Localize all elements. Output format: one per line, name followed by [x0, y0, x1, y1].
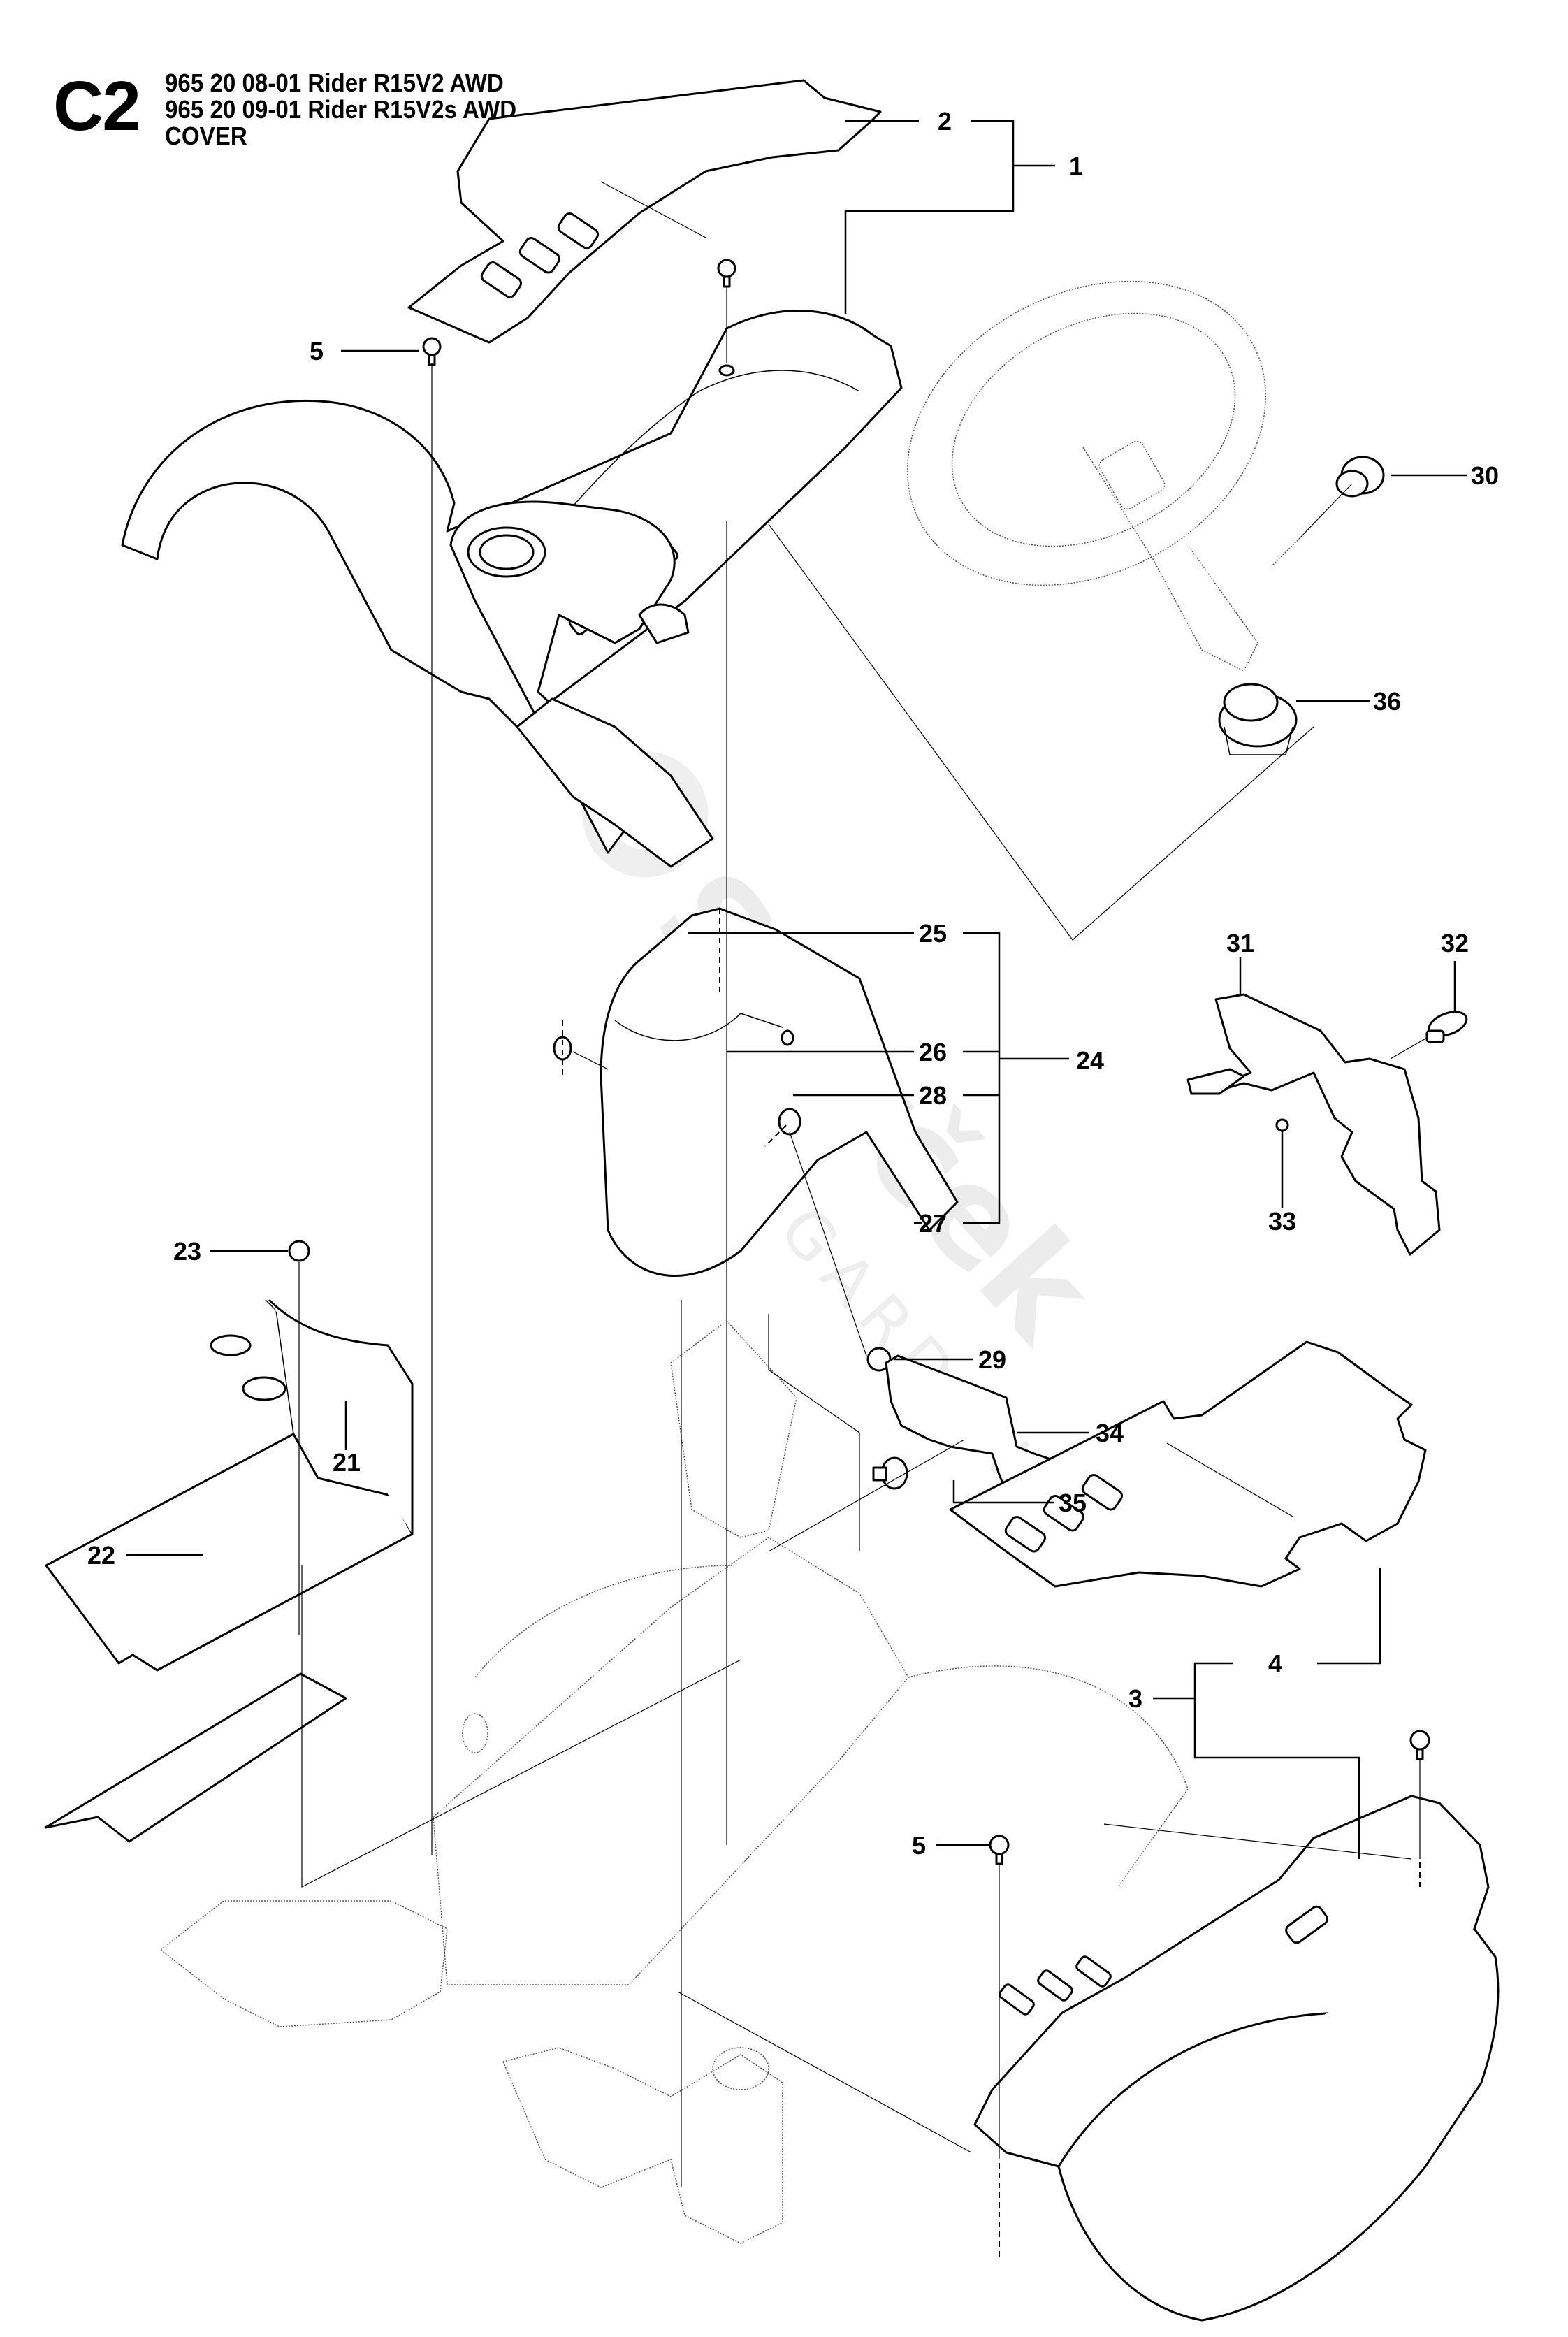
- assembly-title: COVER: [165, 122, 247, 150]
- callout-5-rear: 5: [310, 337, 324, 366]
- screw-head-icon: [422, 337, 442, 356]
- callout-25: 25: [919, 919, 947, 948]
- callout-30: 30: [1471, 461, 1499, 490]
- model-line-2: 965 20 09-01 Rider R15V2s AWD: [165, 95, 517, 124]
- part-35-bulb[interactable]: [872, 1456, 908, 1490]
- part-25-upper-column-cover[interactable]: [449, 500, 690, 854]
- part-30-wheel-cap[interactable]: [1271, 456, 1385, 567]
- screw-head-icon: [1409, 1730, 1430, 1751]
- callout-23: 23: [173, 1237, 201, 1266]
- callout-34: 34: [1096, 1419, 1124, 1447]
- part-36-bushing[interactable]: [1218, 683, 1298, 755]
- leader-lines: [126, 120, 1467, 1859]
- screw-head-icon: [288, 1240, 310, 1262]
- steering-wheel: [907, 280, 1266, 672]
- callout-29: 29: [978, 1345, 1006, 1374]
- model-line-1: 965 20 08-01 Rider R15V2 AWD: [165, 68, 504, 97]
- screw-5-front[interactable]: [989, 1835, 1010, 1865]
- hood-outline: [768, 523, 1314, 941]
- callout-3: 3: [1128, 1684, 1142, 1713]
- callout-27: 27: [919, 1209, 947, 1238]
- part-26-column-insert[interactable]: [516, 697, 714, 868]
- callout-labels: 2 1 5 30 36 25 31 32 26 24 28 27 33 29 3…: [87, 107, 1499, 1860]
- callout-4: 4: [1268, 1649, 1282, 1678]
- callout-35: 35: [1059, 1489, 1087, 1517]
- callout-36: 36: [1373, 687, 1401, 716]
- callout-1: 1: [1069, 152, 1083, 180]
- callout-28: 28: [919, 1081, 947, 1110]
- callout-33: 33: [1268, 1207, 1296, 1236]
- part-27-lower-column-cover[interactable]: [600, 907, 959, 1278]
- part-29-screw[interactable]: [789, 1131, 892, 1372]
- callout-21: 21: [333, 1448, 361, 1477]
- callout-26: 26: [919, 1038, 947, 1066]
- callout-32: 32: [1441, 929, 1469, 957]
- part-4-front-floor-mat[interactable]: [949, 1340, 1427, 1588]
- callout-24: 24: [1076, 1046, 1104, 1075]
- callout-5-front: 5: [912, 1831, 926, 1860]
- part-28-clip[interactable]: [781, 1029, 794, 1046]
- header-block: 965 20 08-01 Rider R15V2 AWD 965 20 09-0…: [165, 70, 516, 150]
- callout-31: 31: [1226, 929, 1254, 957]
- screw-rear-cover-top[interactable]: [717, 259, 736, 288]
- part-22-mat-strip[interactable]: [44, 1672, 347, 1843]
- screw-head-icon: [717, 259, 736, 278]
- screw-5-rear[interactable]: [422, 337, 442, 366]
- section-code: C2: [53, 67, 141, 145]
- part-3-front-cover[interactable]: [973, 1795, 1500, 2322]
- callout-22: 22: [87, 1541, 115, 1570]
- screw-head-icon: [989, 1835, 1010, 1855]
- part-31-bracket-cover[interactable]: [1186, 993, 1441, 1256]
- part-2-rear-floor-mat[interactable]: [407, 79, 882, 344]
- part-23-screw[interactable]: [288, 1240, 310, 1262]
- assembly-guide-lines: [298, 287, 1421, 2257]
- part-21-side-cover[interactable]: [45, 1298, 414, 1672]
- callout-2: 2: [938, 107, 952, 136]
- part-33-washer[interactable]: [1275, 1118, 1289, 1132]
- screw-front-cover-right[interactable]: [1409, 1730, 1430, 1760]
- part-32-pin[interactable]: [1390, 1007, 1469, 1059]
